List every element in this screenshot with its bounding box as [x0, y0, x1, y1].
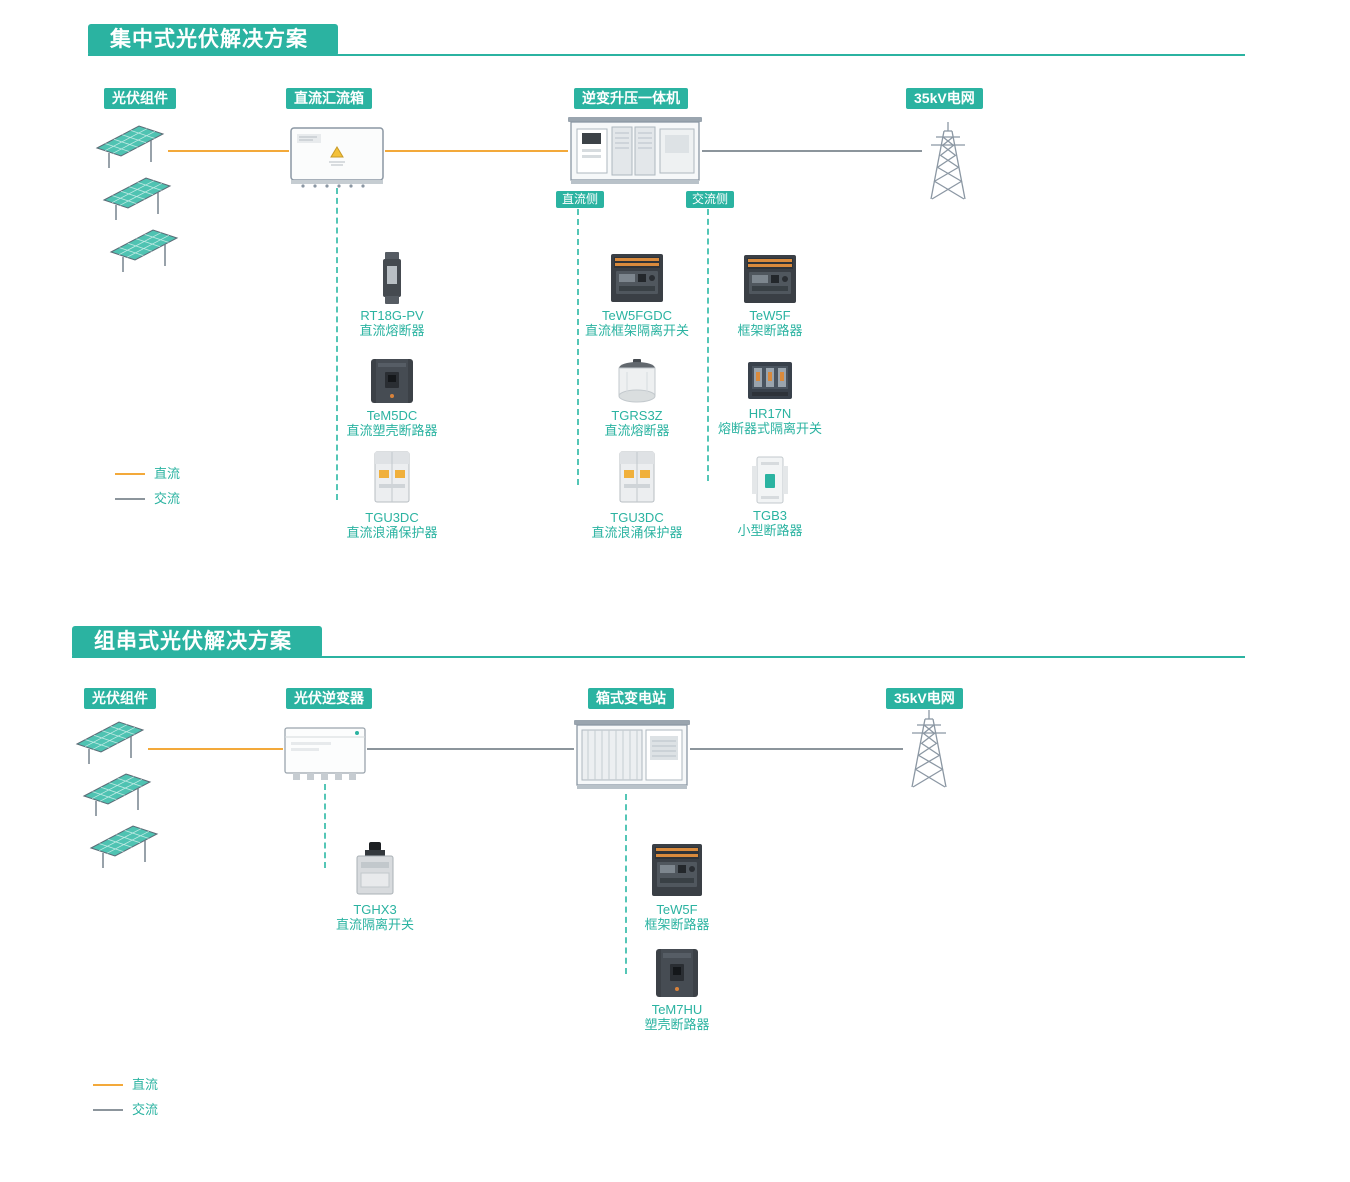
product-model: TeW5F [656, 902, 698, 917]
mccb-icon [602, 948, 752, 998]
node-grid-label: 35kV电网 [906, 88, 983, 109]
power-grid-tower-icon-2 [903, 708, 955, 795]
frame-breaker-icon [602, 842, 752, 898]
product-tgrs3z: TGRS3Z 直流熔断器 [562, 358, 712, 438]
product-name: 直流塑壳断路器 [346, 423, 438, 438]
product-model: RT18G-PV [360, 308, 424, 323]
product-tew5f-1: TeW5F 框架断路器 [695, 254, 845, 338]
legend-dc-2: 直流 [93, 1077, 158, 1093]
product-model: HR17N [748, 406, 792, 421]
dc-isolation-switch-icon [300, 840, 450, 898]
product-tew5fgdc: TeW5FGDC 直流框架隔离开关 [562, 252, 712, 338]
node-grid-label-2: 35kV电网 [886, 688, 963, 709]
section1-title-underline [88, 54, 1245, 56]
product-name: 直流隔离开关 [335, 917, 414, 932]
product-name: 框架断路器 [737, 323, 803, 338]
product-name: 框架断路器 [644, 917, 710, 932]
ac-line-swatch [93, 1109, 123, 1111]
dc-line-panels-to-inverter [148, 748, 283, 750]
frame-breaker-icon [695, 254, 845, 304]
dashed-line-ac-side-products [707, 209, 709, 481]
product-tgb3: TGB3 小型断路器 [695, 456, 845, 538]
product-model: TGHX3 [353, 902, 397, 917]
section2-title: 组串式光伏解决方案 [72, 626, 322, 658]
miniature-breaker-icon [695, 456, 845, 504]
power-grid-tower-icon [922, 121, 974, 205]
dashed-line-combiner-products [336, 188, 338, 500]
legend-ac-label: 交流 [154, 491, 181, 506]
ac-line-inverter-to-grid [702, 150, 922, 152]
dashed-line-substation-products [625, 794, 627, 974]
node-box-substation-label: 箱式变电站 [588, 688, 674, 709]
node-pv-modules-label: 光伏组件 [104, 88, 176, 109]
section2-title-underline [72, 656, 1245, 658]
fuse-switch-disconnector-icon [695, 360, 845, 402]
product-rt18g-pv: RT18G-PV 直流熔断器 [317, 252, 467, 338]
box-substation-icon [574, 714, 690, 799]
product-name: 塑壳断路器 [644, 1017, 710, 1032]
legend-ac-2: 交流 [93, 1102, 158, 1118]
dc-surge-protector-icon [562, 450, 712, 506]
node-pv-modules-label-2: 光伏组件 [84, 688, 156, 709]
product-tgu3dc-1: TGU3DC 直流浪涌保护器 [317, 450, 467, 540]
legend-dc-label: 直流 [154, 466, 181, 481]
node-pv-inverter-label: 光伏逆变器 [286, 688, 372, 709]
ac-line-substation-to-grid [690, 748, 903, 750]
product-model: TGRS3Z [611, 408, 663, 423]
product-model: TeM7HU [651, 1002, 703, 1017]
product-model: TeW5F [749, 308, 791, 323]
dc-line-combiner-to-inverter [385, 150, 568, 152]
dc-mccb-icon [317, 358, 467, 404]
product-hr17n: HR17N 熔断器式隔离开关 [695, 360, 845, 436]
product-model: TeW5FGDC [601, 308, 673, 323]
product-model: TeM5DC [366, 408, 418, 423]
product-name: 熔断器式隔离开关 [717, 421, 822, 436]
dc-side-label: 直流侧 [556, 191, 605, 208]
legend-ac-label: 交流 [132, 1102, 159, 1117]
pv-inverter-icon [283, 726, 367, 789]
product-name: 直流熔断器 [604, 423, 670, 438]
dc-fuse-drum-icon [562, 358, 712, 404]
dashed-line-dc-side-products [577, 209, 579, 485]
dc-line-panels-to-combiner [168, 150, 289, 152]
solar-panels-icon [95, 122, 179, 279]
product-model: TGU3DC [365, 510, 419, 525]
legend-dc-label: 直流 [132, 1077, 159, 1092]
dc-fuse-icon [317, 252, 467, 304]
product-name: 直流浪涌保护器 [346, 525, 438, 540]
product-name: 直流熔断器 [359, 323, 425, 338]
solar-panels-icon-2 [75, 718, 159, 875]
legend-ac: 交流 [115, 491, 180, 507]
product-tghx3: TGHX3 直流隔离开关 [300, 840, 450, 932]
dashed-line-inverter-products [324, 784, 326, 868]
product-name: 直流浪涌保护器 [591, 525, 683, 540]
product-tem7hu: TeM7HU 塑壳断路器 [602, 948, 752, 1032]
combiner-box-icon [289, 125, 385, 194]
ac-side-label: 交流侧 [686, 191, 735, 208]
product-name: 直流框架隔离开关 [584, 323, 689, 338]
dc-line-swatch [115, 473, 145, 475]
dc-surge-protector-icon [317, 450, 467, 506]
section1-title: 集中式光伏解决方案 [88, 24, 338, 56]
node-combiner-box-label: 直流汇流箱 [286, 88, 372, 109]
node-inverter-booster-label: 逆变升压一体机 [574, 88, 688, 109]
product-model: TGU3DC [610, 510, 664, 525]
product-name: 小型断路器 [737, 523, 803, 538]
legend-dc: 直流 [115, 466, 180, 482]
product-tgu3dc-2: TGU3DC 直流浪涌保护器 [562, 450, 712, 540]
ac-line-inverter-to-substation [367, 748, 574, 750]
dc-frame-isolator-icon [562, 252, 712, 304]
ac-line-swatch [115, 498, 145, 500]
dc-line-swatch [93, 1084, 123, 1086]
product-tew5f-2: TeW5F 框架断路器 [602, 842, 752, 932]
product-model: TGB3 [753, 508, 787, 523]
product-tem5dc: TeM5DC 直流塑壳断路器 [317, 358, 467, 438]
inverter-booster-station-icon [568, 111, 702, 194]
